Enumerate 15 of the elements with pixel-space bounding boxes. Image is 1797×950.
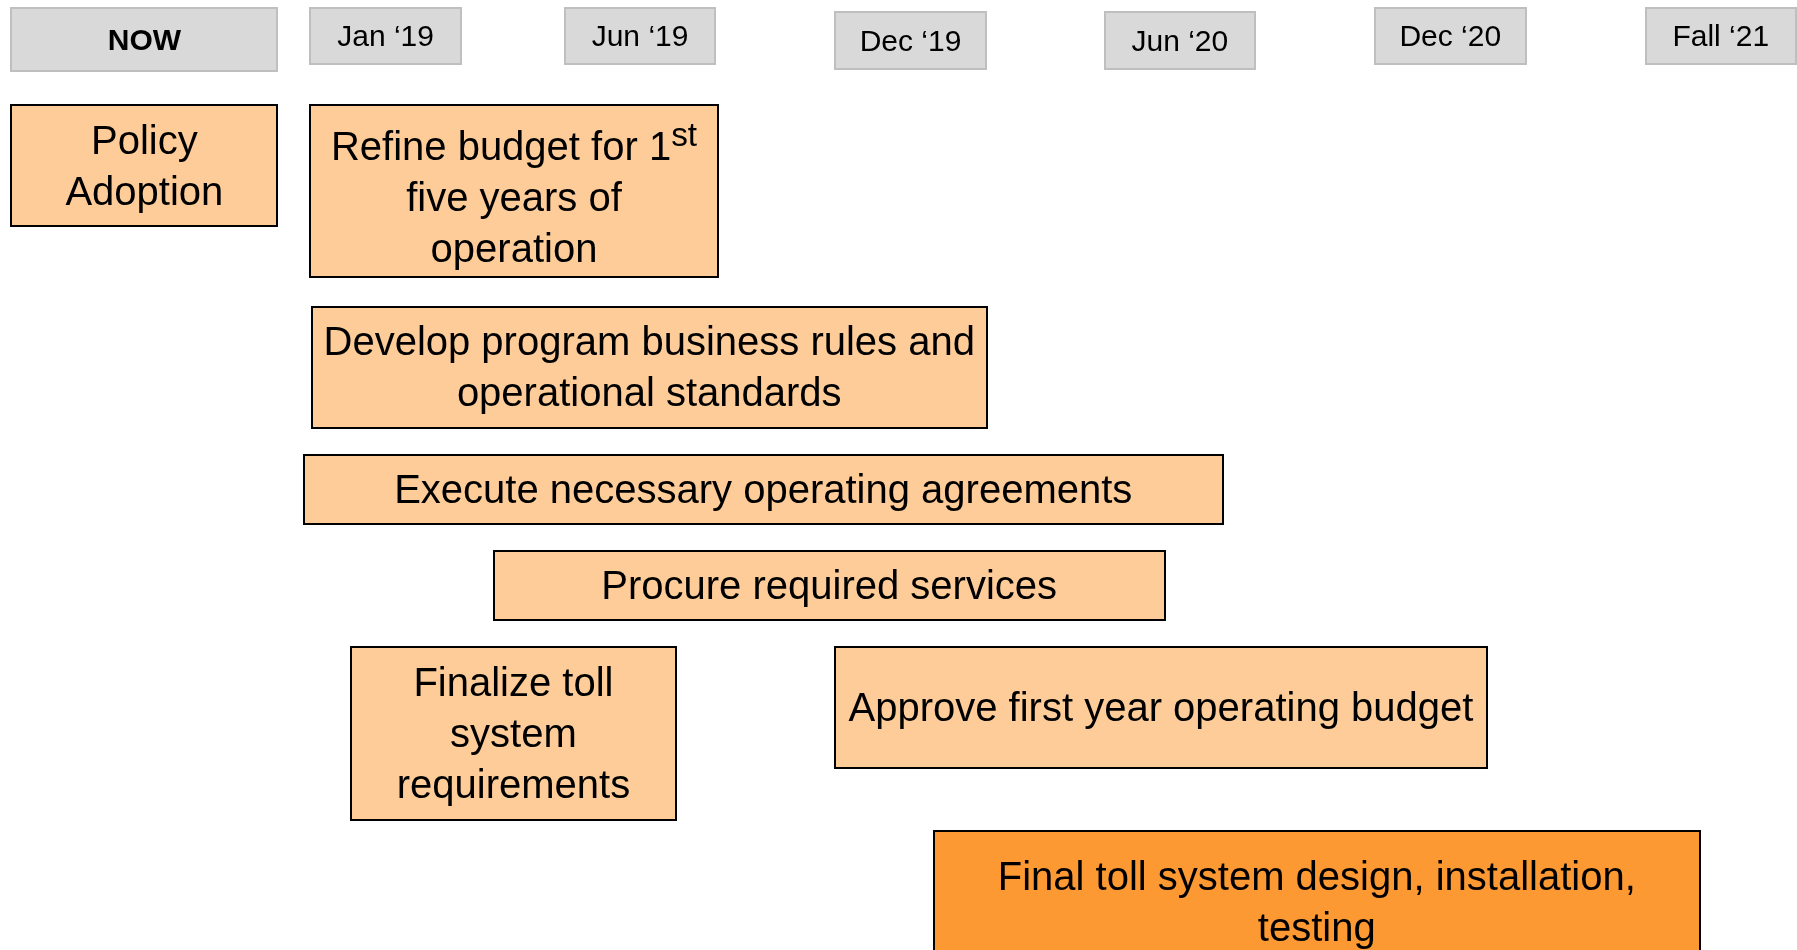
task-bar: Refine budget for 1$^{st}$ five years of operation [309, 104, 719, 279]
period-header: Jun ‘20 [1103, 11, 1257, 70]
period-header: Dec ‘19 [834, 11, 987, 70]
task-bar: Final toll system design, installation, testing [932, 829, 1701, 950]
task-bar: Execute necessary operating agreements [302, 453, 1224, 525]
task-bar: Policy Adoption [10, 104, 279, 227]
period-header: Jan ‘19 [309, 6, 462, 66]
task-bar: Procure required services [492, 550, 1166, 622]
period-header: Fall ‘21 [1644, 6, 1797, 66]
period-header: Jun ‘19 [563, 6, 717, 66]
task-bar: Finalize toll system requirements [349, 646, 678, 821]
period-header: Dec ‘20 [1374, 6, 1527, 66]
task-bar: Approve first year operating budget [834, 646, 1488, 769]
period-header: NOW [10, 6, 279, 73]
task-bar: Develop program business rules and operational standards [310, 306, 988, 429]
